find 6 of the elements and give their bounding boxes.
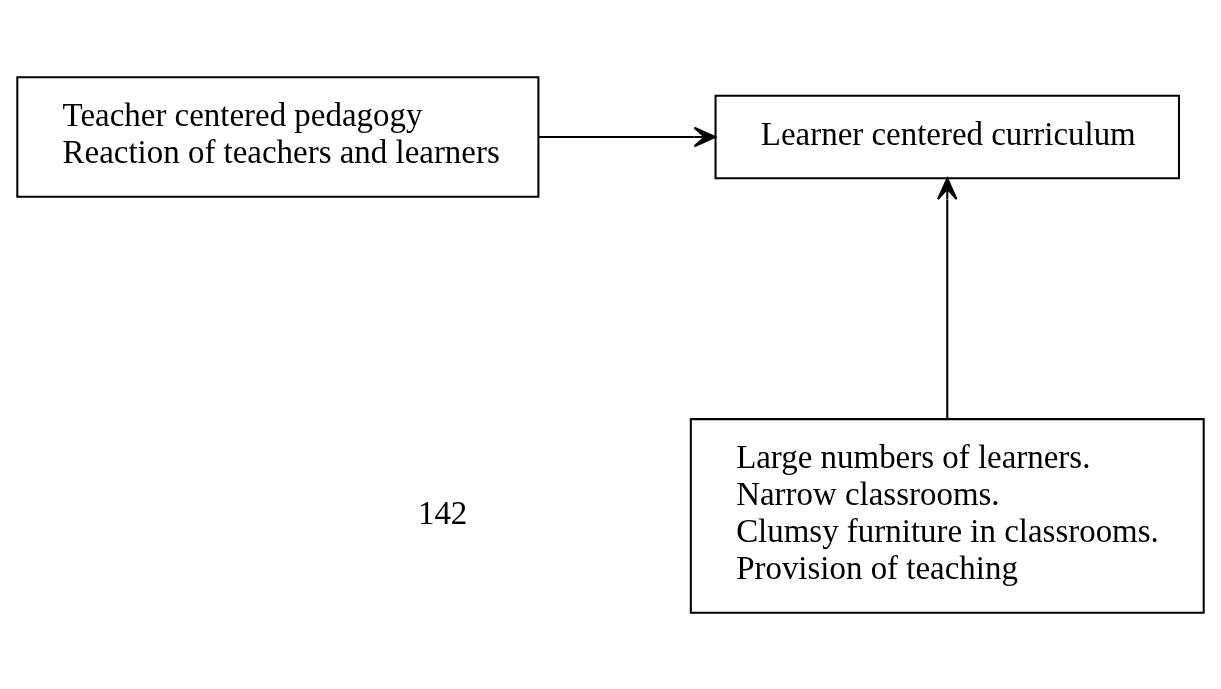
node-box: Learner centered curriculum (714, 94, 1180, 179)
node-box: Teacher centered pedagogy Reaction of teachers and learners (16, 75, 540, 198)
arrow (538, 126, 717, 147)
label: 142 (417, 494, 468, 531)
arrow (936, 177, 958, 418)
node-box: Large numbers of learners. Narrow classrooms. Clumsy furniture in classrooms. Provision of teaching (689, 417, 1205, 614)
